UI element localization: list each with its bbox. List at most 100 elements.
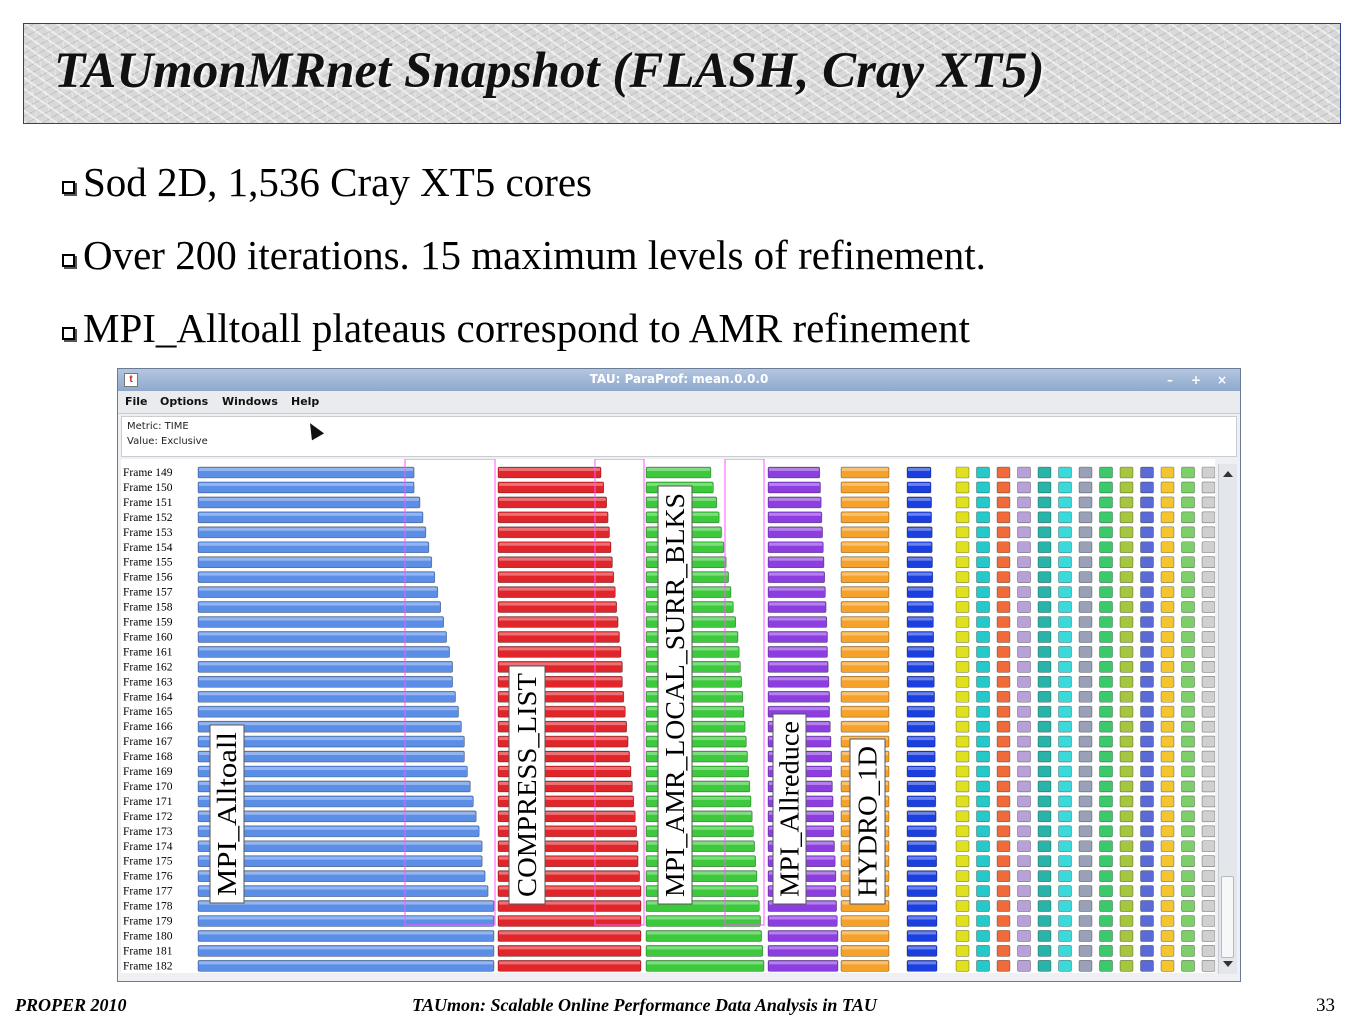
- small-bar: [976, 930, 990, 942]
- small-bar: [1078, 571, 1093, 583]
- small-bar: [1140, 601, 1154, 613]
- small-bar: [1119, 556, 1134, 568]
- small-bar: [1099, 945, 1113, 957]
- small-bar: [1119, 616, 1134, 628]
- close-button[interactable]: ×: [1216, 373, 1228, 387]
- frame-label: Frame 151: [123, 497, 173, 509]
- bar-highlight: [908, 811, 936, 815]
- bar-highlight: [908, 512, 931, 516]
- small-bar: [1058, 601, 1072, 613]
- bar-highlight: [908, 737, 935, 741]
- bar-highlight: [908, 946, 936, 950]
- frame-label: Frame 167: [123, 736, 173, 748]
- bar-highlight: [908, 482, 930, 486]
- small-bar: [1119, 855, 1134, 868]
- small-bar: [1058, 526, 1072, 539]
- bar-highlight: [499, 737, 628, 741]
- small-bar: [1099, 631, 1113, 643]
- small-bar: [1140, 930, 1154, 942]
- small-bar: [1037, 795, 1052, 808]
- small-bar: [1078, 720, 1093, 733]
- small-bar: [955, 631, 970, 643]
- small-bar: [1037, 541, 1052, 554]
- bar: [840, 556, 890, 568]
- small-bar: [1140, 690, 1154, 703]
- maximize-button[interactable]: +: [1190, 373, 1202, 387]
- small-bar: [1017, 960, 1031, 972]
- small-bar: [1181, 481, 1195, 494]
- small-bar: [1099, 526, 1113, 539]
- bar-highlight: [769, 602, 826, 606]
- small-bar: [976, 571, 990, 583]
- small-bar: [996, 616, 1011, 628]
- bar-highlight: [647, 886, 758, 890]
- tau-app-icon[interactable]: t: [124, 373, 138, 387]
- bar-highlight: [499, 856, 638, 860]
- bar: [840, 720, 890, 733]
- bar: [906, 720, 936, 733]
- series-label-box: [209, 724, 245, 904]
- bar-highlight: [647, 796, 750, 800]
- small-bar: [1160, 720, 1175, 733]
- bar: [767, 690, 830, 703]
- bar: [840, 690, 890, 703]
- bar: [906, 601, 934, 613]
- small-bar: [1058, 571, 1072, 583]
- small-bar: [1160, 930, 1175, 942]
- scroll-thumb[interactable]: [1221, 876, 1234, 958]
- bar-highlight: [842, 482, 888, 486]
- small-bar: [1099, 705, 1113, 718]
- frame-label: Frame 174: [123, 841, 173, 853]
- small-bar: [955, 735, 970, 748]
- window-titlebar[interactable]: t TAU: ParaProf: mean.0.0.0 – + ×: [118, 369, 1240, 391]
- footer-title: TAUmon: Scalable Online Performance Data…: [412, 995, 877, 1015]
- small-bar: [1140, 960, 1154, 972]
- small-bar: [996, 496, 1011, 509]
- small-bar: [955, 526, 970, 539]
- bullet-text: Sod 2D, 1,536 Cray XT5 cores: [83, 159, 593, 205]
- bar: [767, 631, 828, 643]
- scroll-up-icon[interactable]: [1223, 471, 1233, 477]
- small-bar: [1037, 556, 1052, 568]
- bar-highlight: [908, 901, 936, 905]
- small-bar: [955, 900, 970, 912]
- small-bar: [1119, 496, 1134, 509]
- minimize-button[interactable]: –: [1167, 373, 1173, 387]
- small-bar: [1119, 840, 1134, 853]
- small-bar: [1058, 720, 1072, 733]
- bar-highlight: [199, 542, 428, 546]
- bar-highlight: [499, 826, 636, 830]
- small-bar: [1099, 481, 1113, 494]
- small-bar: [1140, 825, 1154, 838]
- small-bar: [1037, 646, 1052, 658]
- bar-highlight: [499, 946, 640, 950]
- small-bar: [996, 690, 1011, 703]
- bar-highlight: [908, 931, 936, 935]
- bar-highlight: [199, 796, 473, 800]
- bar-highlight: [908, 542, 932, 546]
- menu-options[interactable]: Options: [160, 395, 209, 408]
- small-bar: [976, 601, 990, 613]
- bar: [906, 915, 938, 927]
- bar: [497, 945, 642, 957]
- small-bar: [1017, 735, 1031, 748]
- small-bar: [1140, 586, 1154, 598]
- scroll-down-icon[interactable]: [1223, 961, 1233, 967]
- menu-help[interactable]: Help: [291, 395, 320, 408]
- bar: [840, 466, 890, 479]
- bar-highlight: [199, 482, 414, 486]
- small-bar: [1037, 930, 1052, 942]
- small-bar: [1181, 586, 1195, 598]
- bar-highlight: [199, 886, 488, 890]
- vertical-scrollbar[interactable]: [1218, 464, 1237, 974]
- bar-highlight: [499, 542, 610, 546]
- small-bar: [1078, 825, 1093, 838]
- bar: [767, 646, 828, 658]
- menu-file[interactable]: File: [125, 395, 148, 408]
- small-bar: [1058, 900, 1072, 912]
- frame-label: Frame 150: [123, 482, 173, 494]
- bar-highlight: [842, 722, 888, 726]
- small-bar: [1181, 765, 1195, 778]
- menu-windows[interactable]: Windows: [222, 395, 278, 408]
- small-bar: [1099, 855, 1113, 868]
